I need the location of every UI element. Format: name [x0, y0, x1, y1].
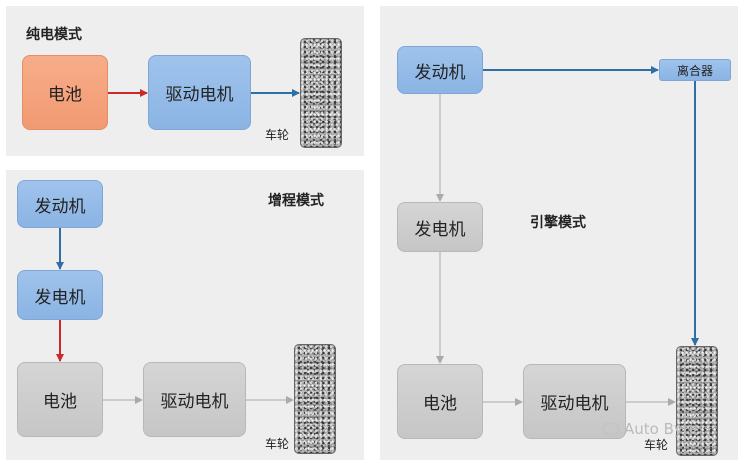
re-motor-box: 驱动电机 [143, 362, 246, 437]
watermark: Auto Byte [602, 420, 698, 438]
em-wheel-label: 车轮 [644, 438, 669, 452]
pe-motor-box: 驱动电机 [148, 55, 251, 130]
em-battery-box: 电池 [397, 364, 483, 439]
engine-mode-title: 引擎模式 [530, 215, 586, 231]
wechat-icon [602, 422, 620, 436]
watermark-text: Auto Byte [624, 420, 698, 438]
re-wheel-label: 车轮 [265, 437, 290, 451]
pure-electric-title: 纯电模式 [26, 27, 82, 43]
re-wheel [294, 344, 336, 454]
re-generator-box: 发电机 [17, 270, 103, 320]
em-wheel [676, 346, 718, 456]
em-generator-box: 发电机 [397, 202, 483, 252]
pe-wheel-label: 车轮 [265, 128, 290, 142]
pe-battery-box: 电池 [22, 55, 108, 130]
re-engine-box: 发动机 [17, 180, 103, 228]
pe-wheel [300, 38, 342, 148]
em-clutch-box: 离合器 [659, 59, 731, 81]
range-extender-title: 增程模式 [268, 193, 324, 209]
em-engine-box: 发动机 [397, 46, 483, 94]
re-battery-box: 电池 [17, 362, 103, 437]
